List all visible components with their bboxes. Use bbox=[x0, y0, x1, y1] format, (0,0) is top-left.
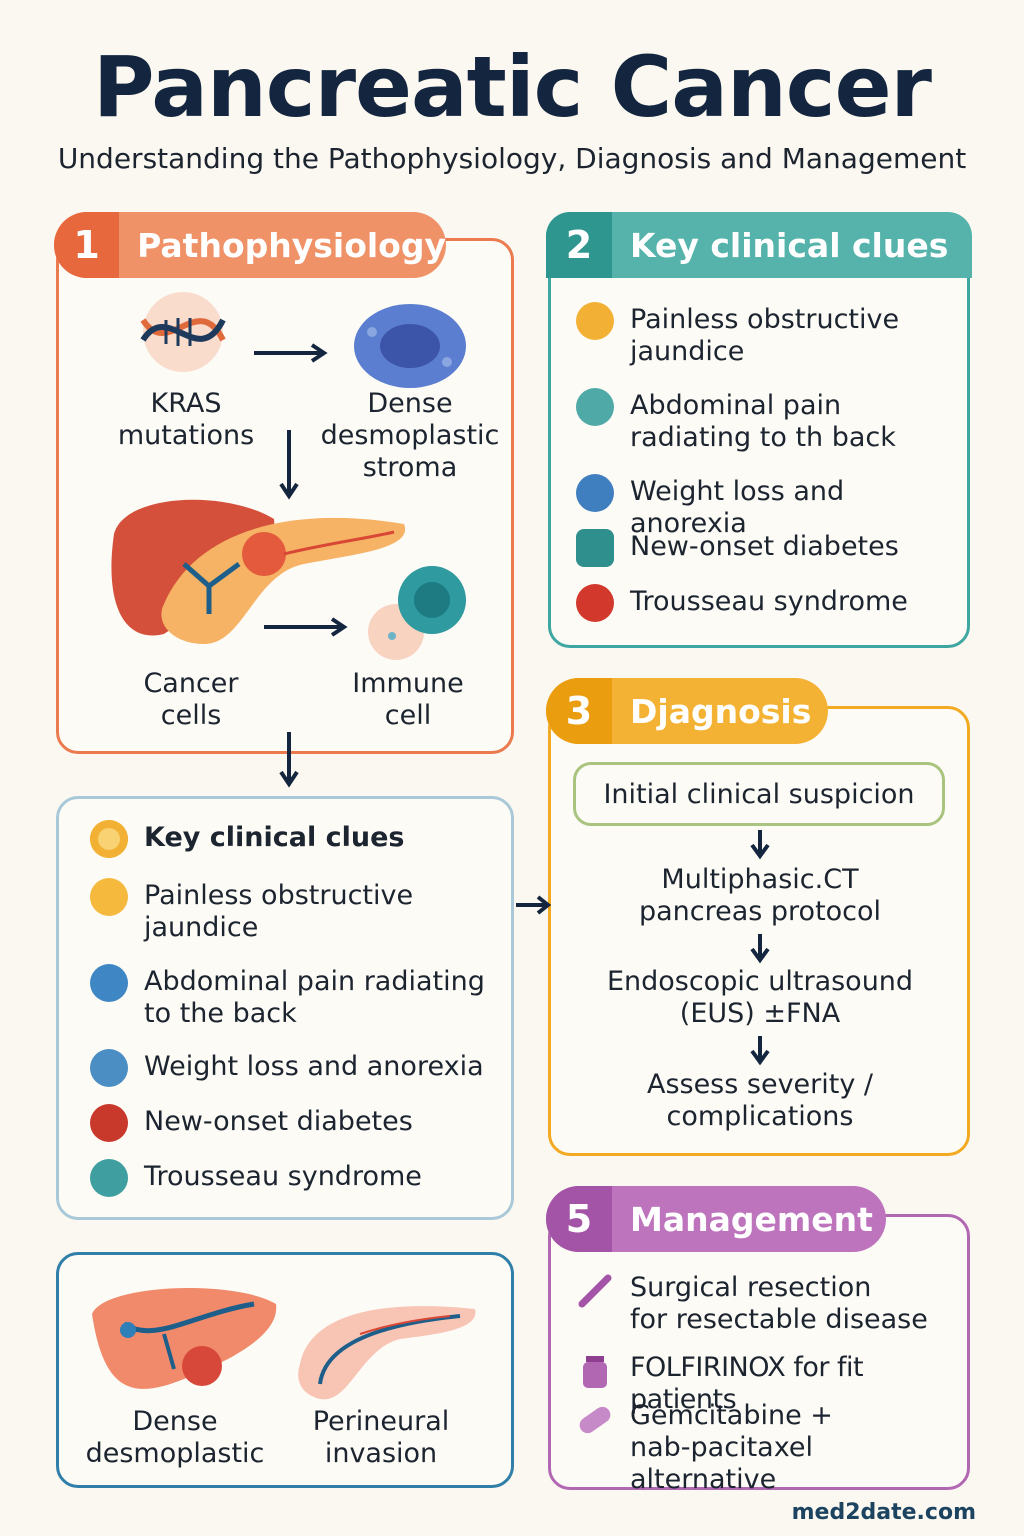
site-credit: med2date.com bbox=[791, 1500, 976, 1525]
scalpel-icon bbox=[578, 1274, 612, 1308]
section-label: Key clinical clues bbox=[630, 225, 949, 265]
stroma-label: Dense desmoplastic stroma bbox=[320, 388, 500, 483]
clue-item: Trousseau syndrome bbox=[576, 584, 956, 624]
section-label: Djagnosis bbox=[630, 691, 812, 731]
pancreas-nerve-icon bbox=[298, 1306, 476, 1400]
arrow-right-icon bbox=[254, 343, 328, 363]
clue-text: New-onset diabetes bbox=[630, 531, 899, 562]
section-label: Management bbox=[630, 1199, 873, 1239]
clues-heading-text: Key clinical clues bbox=[144, 822, 405, 853]
pain-icon bbox=[576, 388, 614, 426]
diabetes-icon bbox=[90, 1104, 128, 1142]
clinical-clues-header: 2 Key clinical clues bbox=[546, 212, 972, 278]
arrow-down-icon bbox=[750, 1036, 770, 1066]
clue-item: Abdominal pain radiating to th back bbox=[576, 388, 956, 454]
clue-item: Painless obstructive jaundice bbox=[576, 302, 956, 368]
liver-pancreas-icon bbox=[111, 499, 406, 644]
diagnosis-step: Multiphasic.CT pancreas protocol bbox=[638, 864, 882, 927]
section-number: 3 bbox=[546, 678, 612, 744]
clue-text: Weight loss and anorexia bbox=[144, 1051, 484, 1082]
arrow-down-icon bbox=[750, 934, 770, 964]
clue-item: Weight loss and anorexia bbox=[90, 1049, 500, 1089]
arrow-down-icon bbox=[750, 830, 770, 860]
arrow-right-icon bbox=[516, 895, 552, 915]
diagnosis-panel bbox=[548, 706, 970, 1156]
clue-text: Painless obstructive jaundice bbox=[144, 880, 414, 943]
clue-text: Painless obstructive jaundice bbox=[630, 304, 900, 367]
arrow-down-icon bbox=[279, 732, 299, 788]
diagnosis-step: Initial clinical suspicion bbox=[603, 779, 915, 810]
clues-heading: Key clinical clues bbox=[90, 820, 490, 860]
clue-item: Abdominal pain radiating to the back bbox=[90, 964, 500, 1030]
diagnosis-header: 3 Djagnosis bbox=[546, 678, 828, 744]
section-label: Pathophysiology bbox=[137, 225, 446, 265]
diagnosis-step: Endoscopic ultrasound (EUS) ±FNA bbox=[606, 966, 914, 1029]
page-title: Pancreatic Cancer bbox=[93, 38, 932, 136]
perineural-label: Perineural invasion bbox=[312, 1406, 450, 1469]
management-item: Surgical resection for resectable diseas… bbox=[576, 1272, 961, 1336]
clinical-clues-panel bbox=[548, 238, 970, 648]
management-text: FOLFIRINOX for fit patients bbox=[630, 1352, 864, 1415]
thrombosis-icon bbox=[90, 1159, 128, 1197]
management-item: FOLFIRINOX for fit patients bbox=[576, 1352, 961, 1416]
clue-text: Trousseau syndrome bbox=[144, 1161, 422, 1192]
jaundice-icon bbox=[576, 302, 614, 340]
immune-label: Immune cell bbox=[352, 668, 464, 731]
jaundice-icon bbox=[90, 820, 128, 858]
pathophysiology-header: 1 Pathophysiology bbox=[54, 212, 446, 278]
clue-text: New-onset diabetes bbox=[144, 1106, 413, 1137]
management-panel bbox=[548, 1214, 970, 1490]
diagnosis-step-box bbox=[573, 762, 945, 826]
desmoplastic-label: Dense desmoplastic bbox=[85, 1406, 265, 1469]
page-subtitle: Understanding the Pathophysiology, Diagn… bbox=[57, 142, 967, 175]
clue-item: New-onset diabetes bbox=[576, 529, 956, 569]
weight-loss-icon bbox=[576, 474, 614, 512]
liver-tumor-icon bbox=[92, 1287, 277, 1389]
section-number: 2 bbox=[546, 212, 612, 278]
clue-item: Weight loss and anorexia bbox=[576, 474, 956, 540]
medicine-bottle-icon bbox=[583, 1356, 607, 1388]
kras-label: KRAS mutations bbox=[117, 388, 255, 451]
diagnosis-step: Assess severity / complications bbox=[646, 1069, 874, 1132]
clue-text: Trousseau syndrome bbox=[630, 586, 908, 617]
pill-icon bbox=[579, 1406, 611, 1434]
thrombosis-icon bbox=[576, 584, 614, 622]
jaundice-icon bbox=[90, 878, 128, 916]
arrow-down-icon bbox=[279, 430, 299, 500]
management-header: 5 Management bbox=[546, 1186, 886, 1252]
section-number: 1 bbox=[54, 212, 120, 278]
clinical-clues-list-panel bbox=[56, 796, 514, 1220]
clue-item: Trousseau syndrome bbox=[90, 1159, 500, 1199]
clue-text: Abdominal pain radiating to the back bbox=[144, 966, 485, 1029]
management-item: Gemcitabine + nab-pacitaxel alternative bbox=[576, 1400, 961, 1496]
diabetes-icon bbox=[576, 529, 614, 567]
stroma-cell-icon bbox=[354, 304, 466, 388]
cancer-label: Cancer cells bbox=[143, 668, 239, 731]
arrow-right-icon bbox=[264, 617, 348, 637]
clue-item: Painless obstructive jaundice bbox=[90, 878, 500, 944]
clue-item: New-onset diabetes bbox=[90, 1104, 500, 1144]
management-text: Surgical resection for resectable diseas… bbox=[630, 1272, 928, 1335]
clue-text: Abdominal pain radiating to th back bbox=[630, 390, 896, 453]
pain-icon bbox=[90, 964, 128, 1002]
management-text: Gemcitabine + nab-pacitaxel alternative bbox=[630, 1400, 833, 1495]
immune-cell-icon bbox=[368, 566, 466, 660]
section-number: 5 bbox=[546, 1186, 612, 1252]
dna-icon bbox=[140, 292, 226, 372]
weight-loss-icon bbox=[90, 1049, 128, 1087]
clue-text: Weight loss and anorexia bbox=[630, 476, 845, 539]
